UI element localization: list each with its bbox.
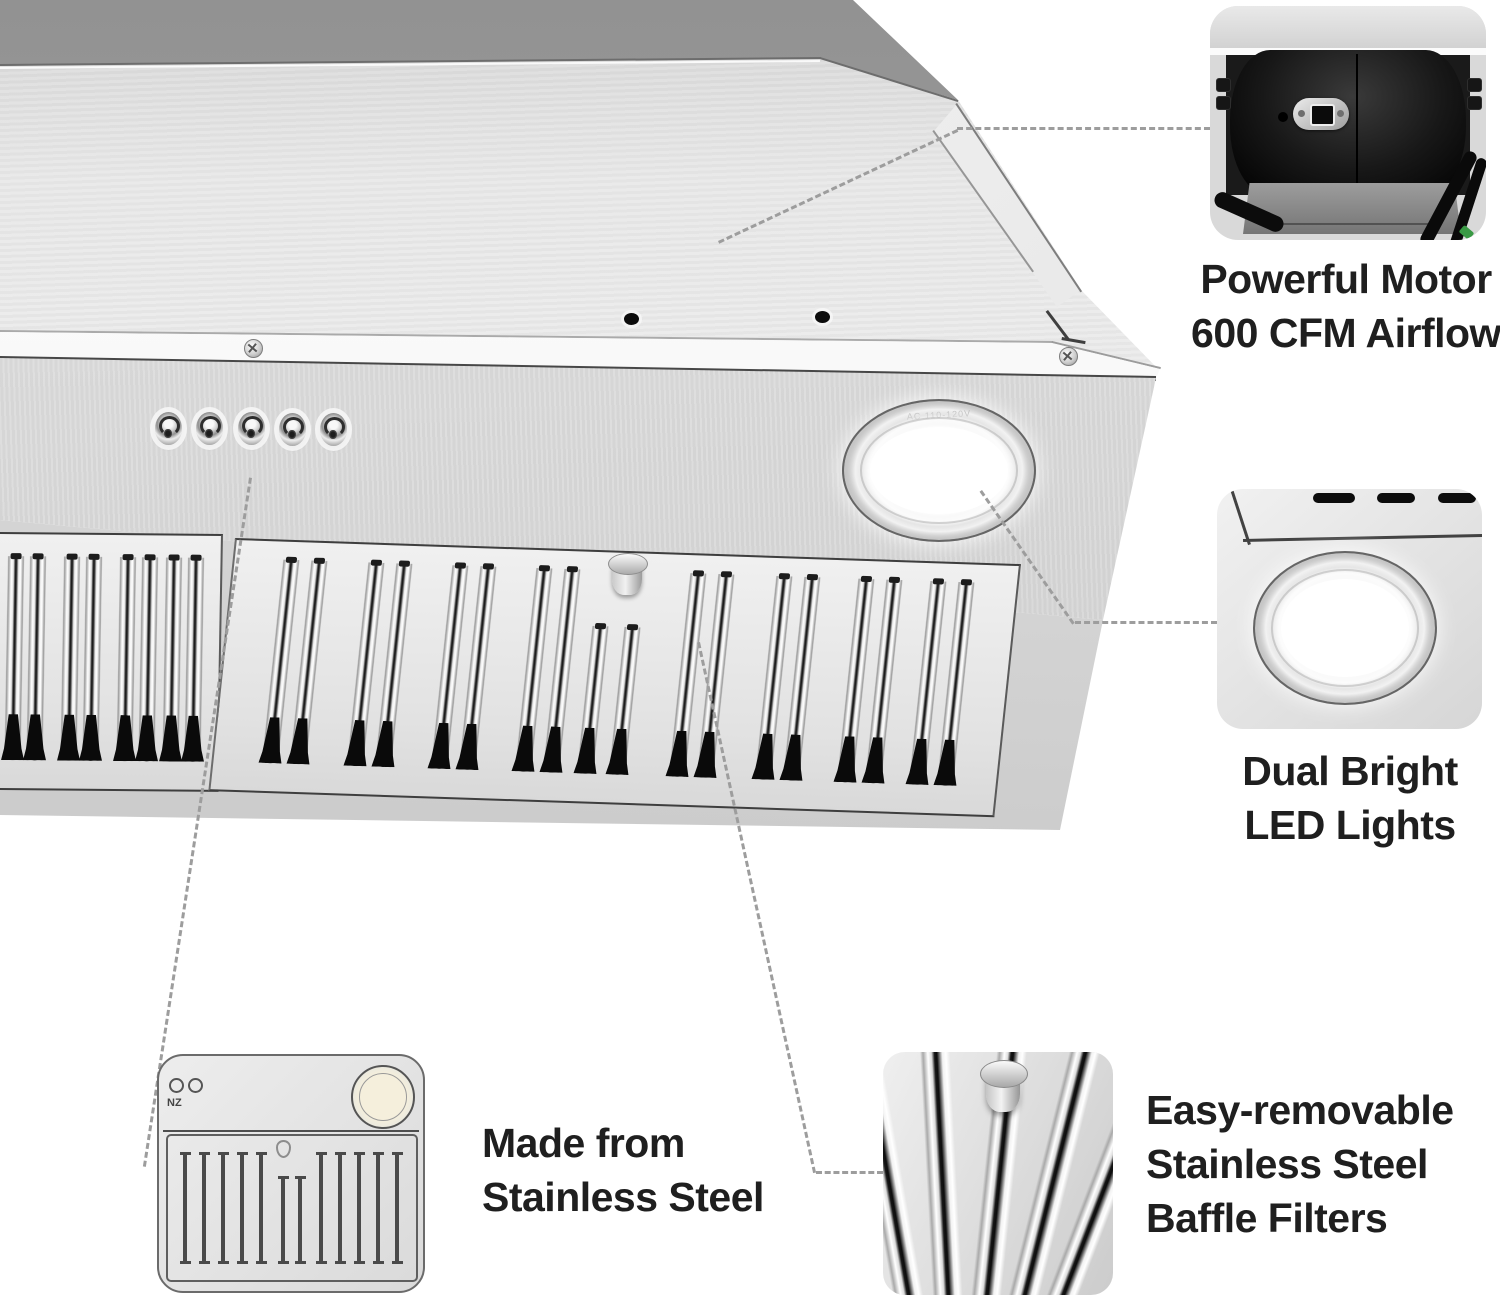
filter-slot xyxy=(82,556,103,761)
bottom-view-emblem xyxy=(276,1140,291,1158)
led-inner-ring xyxy=(1271,569,1419,687)
motor-caption-line: 600 CFM Airflow xyxy=(1191,310,1500,356)
bottom-view-slot xyxy=(198,1152,210,1264)
strip-screw xyxy=(244,339,263,358)
led-glow xyxy=(1281,579,1409,677)
nameplate-screw xyxy=(1298,110,1305,117)
vent-slot xyxy=(1377,493,1415,503)
bottom-view-slot xyxy=(179,1152,191,1264)
bottom-view-slot xyxy=(372,1152,384,1264)
bottom-view-slot xyxy=(294,1176,306,1264)
bottom-view-slot xyxy=(334,1152,346,1264)
bottom-view-slot xyxy=(255,1152,267,1264)
bottom-view-filter-outline xyxy=(166,1134,418,1282)
control-button xyxy=(238,412,265,445)
led-glow xyxy=(870,427,1008,514)
vent-dot xyxy=(815,311,830,323)
baffle-caption-line: Baffle Filters xyxy=(1146,1195,1388,1241)
bottom-view-slot xyxy=(217,1152,229,1264)
motor-thumbnail xyxy=(1210,6,1486,240)
stainless-caption-line: Made from xyxy=(482,1120,685,1166)
bottom-view-button xyxy=(188,1078,203,1093)
bottom-view-slot xyxy=(315,1152,327,1264)
bottom-view-led xyxy=(351,1065,415,1129)
led-light: AC 110-120V xyxy=(842,399,1036,542)
filter-slot xyxy=(608,626,642,775)
motor-mount-tab xyxy=(1216,96,1231,110)
nameplate-screw xyxy=(1337,110,1344,117)
bottom-view-button xyxy=(169,1078,184,1093)
motor-vent-hole xyxy=(1278,112,1288,122)
bottom-view-thumbnail: NZ xyxy=(157,1054,425,1293)
callout-line-baffle xyxy=(816,1171,883,1174)
filter-slot xyxy=(162,557,183,762)
baffle-slot xyxy=(918,1052,966,1295)
bottom-view-badge: NZ xyxy=(167,1097,182,1109)
led-caption-line: LED Lights xyxy=(1244,802,1456,848)
bottom-view-slot xyxy=(391,1152,403,1264)
baffle-thumbnail xyxy=(883,1052,1113,1295)
led-thumbnail xyxy=(1217,489,1482,729)
baffle-knob-top xyxy=(980,1060,1028,1088)
filter-slot xyxy=(576,625,610,774)
bottom-view-slot xyxy=(277,1176,289,1264)
baffle-caption-line: Stainless Steel xyxy=(1146,1141,1428,1187)
motor-nameplate xyxy=(1293,98,1349,130)
filter-slot xyxy=(116,557,137,762)
strip-screw xyxy=(1059,347,1078,366)
motor-caption-line: Powerful Motor xyxy=(1200,256,1492,302)
panel-edge-line xyxy=(1230,489,1251,546)
callout-line-motor xyxy=(957,127,1210,130)
motor-seam xyxy=(1356,54,1358,192)
bottom-view-divider xyxy=(163,1130,419,1132)
motor-mount-tab xyxy=(1467,96,1482,110)
motor-caption: Powerful Motor 600 CFM Airflow xyxy=(1176,252,1500,360)
stainless-caption: Made from Stainless Steel xyxy=(482,1116,764,1224)
led-caption: Dual Bright LED Lights xyxy=(1180,744,1500,852)
callout-line-led xyxy=(1075,621,1217,624)
motor-nameplate-slot xyxy=(1310,104,1335,126)
filter-slot xyxy=(60,556,81,761)
motor-mount-tab xyxy=(1467,78,1482,92)
bottom-view-slot xyxy=(353,1152,365,1264)
control-button xyxy=(279,413,306,446)
filter-slot xyxy=(184,557,205,762)
motor-blower-body xyxy=(1230,50,1466,196)
filter-knob xyxy=(608,553,648,599)
filter-slot xyxy=(26,556,47,761)
control-button xyxy=(320,413,347,446)
led-caption-line: Dual Bright xyxy=(1242,748,1458,794)
baffle-caption: Easy-removable Stainless Steel Baffle Fi… xyxy=(1146,1083,1454,1245)
filter-knob-top xyxy=(608,553,648,575)
motor-mount-tab xyxy=(1216,78,1231,92)
motor-shelf xyxy=(1210,6,1486,48)
led-light-closeup xyxy=(1253,551,1437,705)
vent-slot xyxy=(1313,493,1355,503)
bottom-view-slot xyxy=(236,1152,248,1264)
control-button xyxy=(196,412,223,445)
baffle-caption-line: Easy-removable xyxy=(1146,1087,1454,1133)
led-inner-ring xyxy=(860,417,1018,524)
vent-dot xyxy=(624,313,639,325)
panel-edge-line xyxy=(1243,533,1482,542)
baffle-filter-left xyxy=(0,532,223,792)
control-button xyxy=(155,412,182,445)
vent-slot xyxy=(1438,493,1476,503)
filter-slot xyxy=(4,556,25,761)
filter-slot xyxy=(138,557,159,762)
stainless-caption-line: Stainless Steel xyxy=(482,1174,764,1220)
